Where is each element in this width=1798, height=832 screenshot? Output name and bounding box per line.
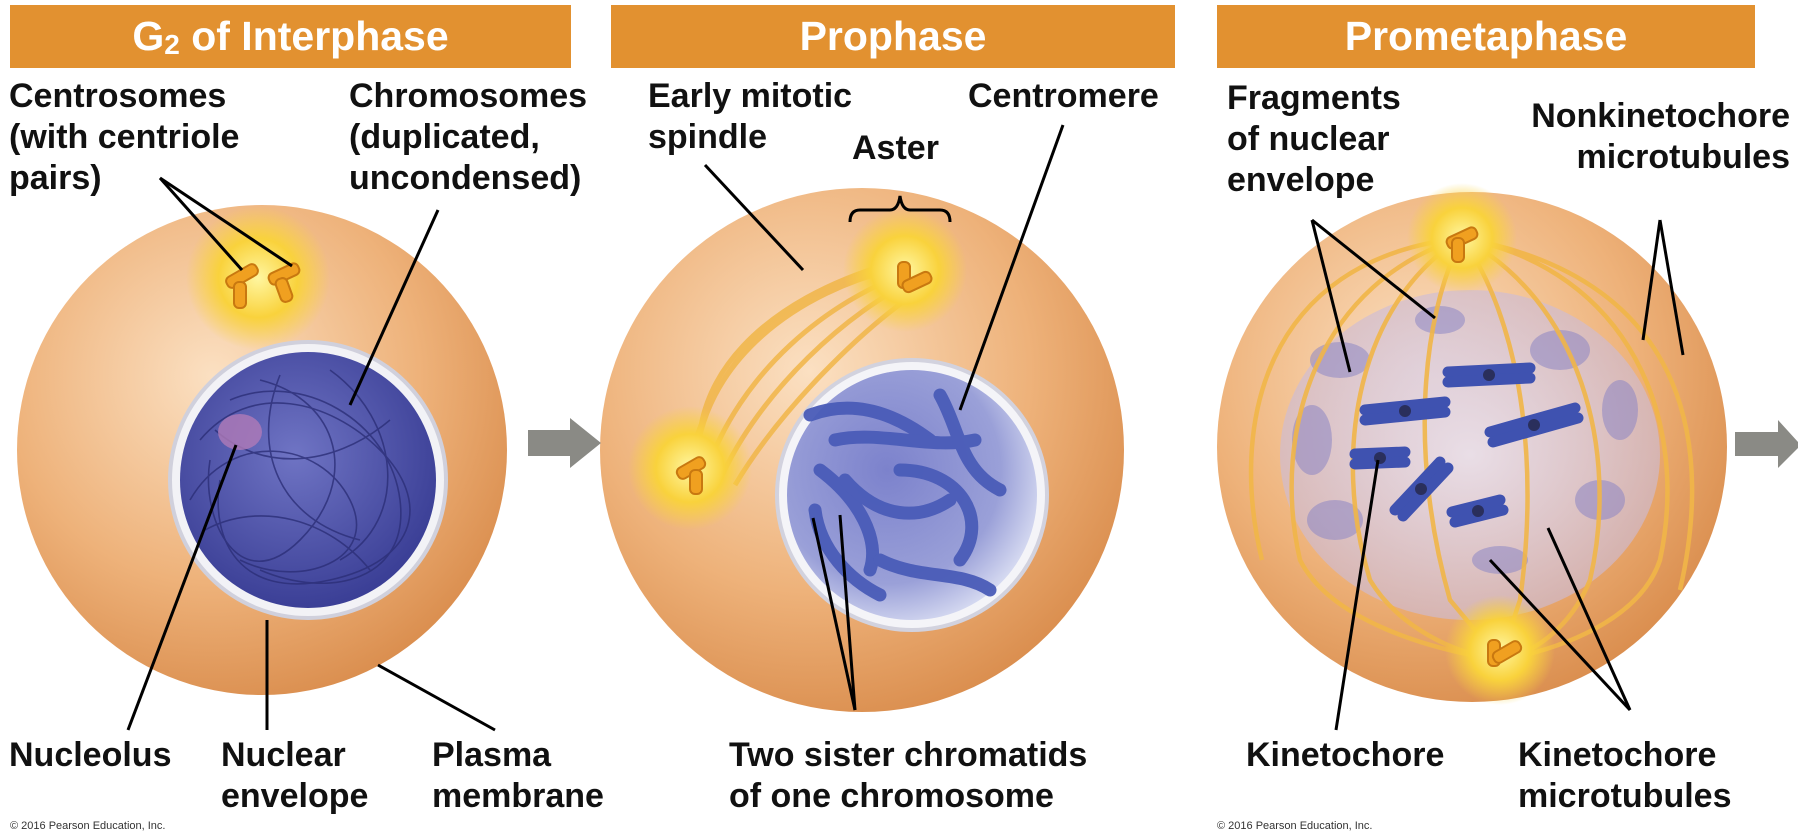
prometaphase-cell (1217, 183, 1727, 705)
label-kinetochore-microtubules: Kinetochore microtubules (1518, 735, 1731, 817)
g2-to-prophase-arrow (528, 418, 601, 468)
label-kinetochore: Kinetochore (1246, 735, 1444, 776)
label-envelope-fragments: Fragments of nuclear envelope (1227, 78, 1401, 201)
prophase-cell (600, 188, 1124, 712)
label-centromere: Centromere (968, 76, 1159, 117)
g2-centrosome-glow (186, 206, 330, 350)
g2-nucleolus (218, 414, 262, 450)
label-plasma-membrane: Plasma membrane (432, 735, 604, 817)
g2-cell (17, 205, 507, 695)
label-nuclear-envelope: Nuclear envelope (221, 735, 368, 817)
prometaphase-nuclear-region (1280, 290, 1660, 620)
copyright-right: © 2016 Pearson Education, Inc. (1217, 820, 1372, 832)
label-nucleolus: Nucleolus (9, 735, 171, 776)
copyright-left: © 2016 Pearson Education, Inc. (10, 820, 165, 832)
prometaphase-next-arrow (1735, 420, 1798, 468)
label-sister-chromatids: Two sister chromatids of one chromosome (729, 735, 1087, 817)
label-early-mitotic-spindle: Early mitotic spindle (648, 76, 852, 158)
label-aster: Aster (852, 128, 939, 169)
label-chromosomes: Chromosomes (duplicated, uncondensed) (349, 76, 587, 199)
label-nonkinetochore-microtubules: Nonkinetochore microtubules (1531, 96, 1790, 178)
label-centrosomes: Centrosomes (with centriole pairs) (9, 76, 239, 199)
